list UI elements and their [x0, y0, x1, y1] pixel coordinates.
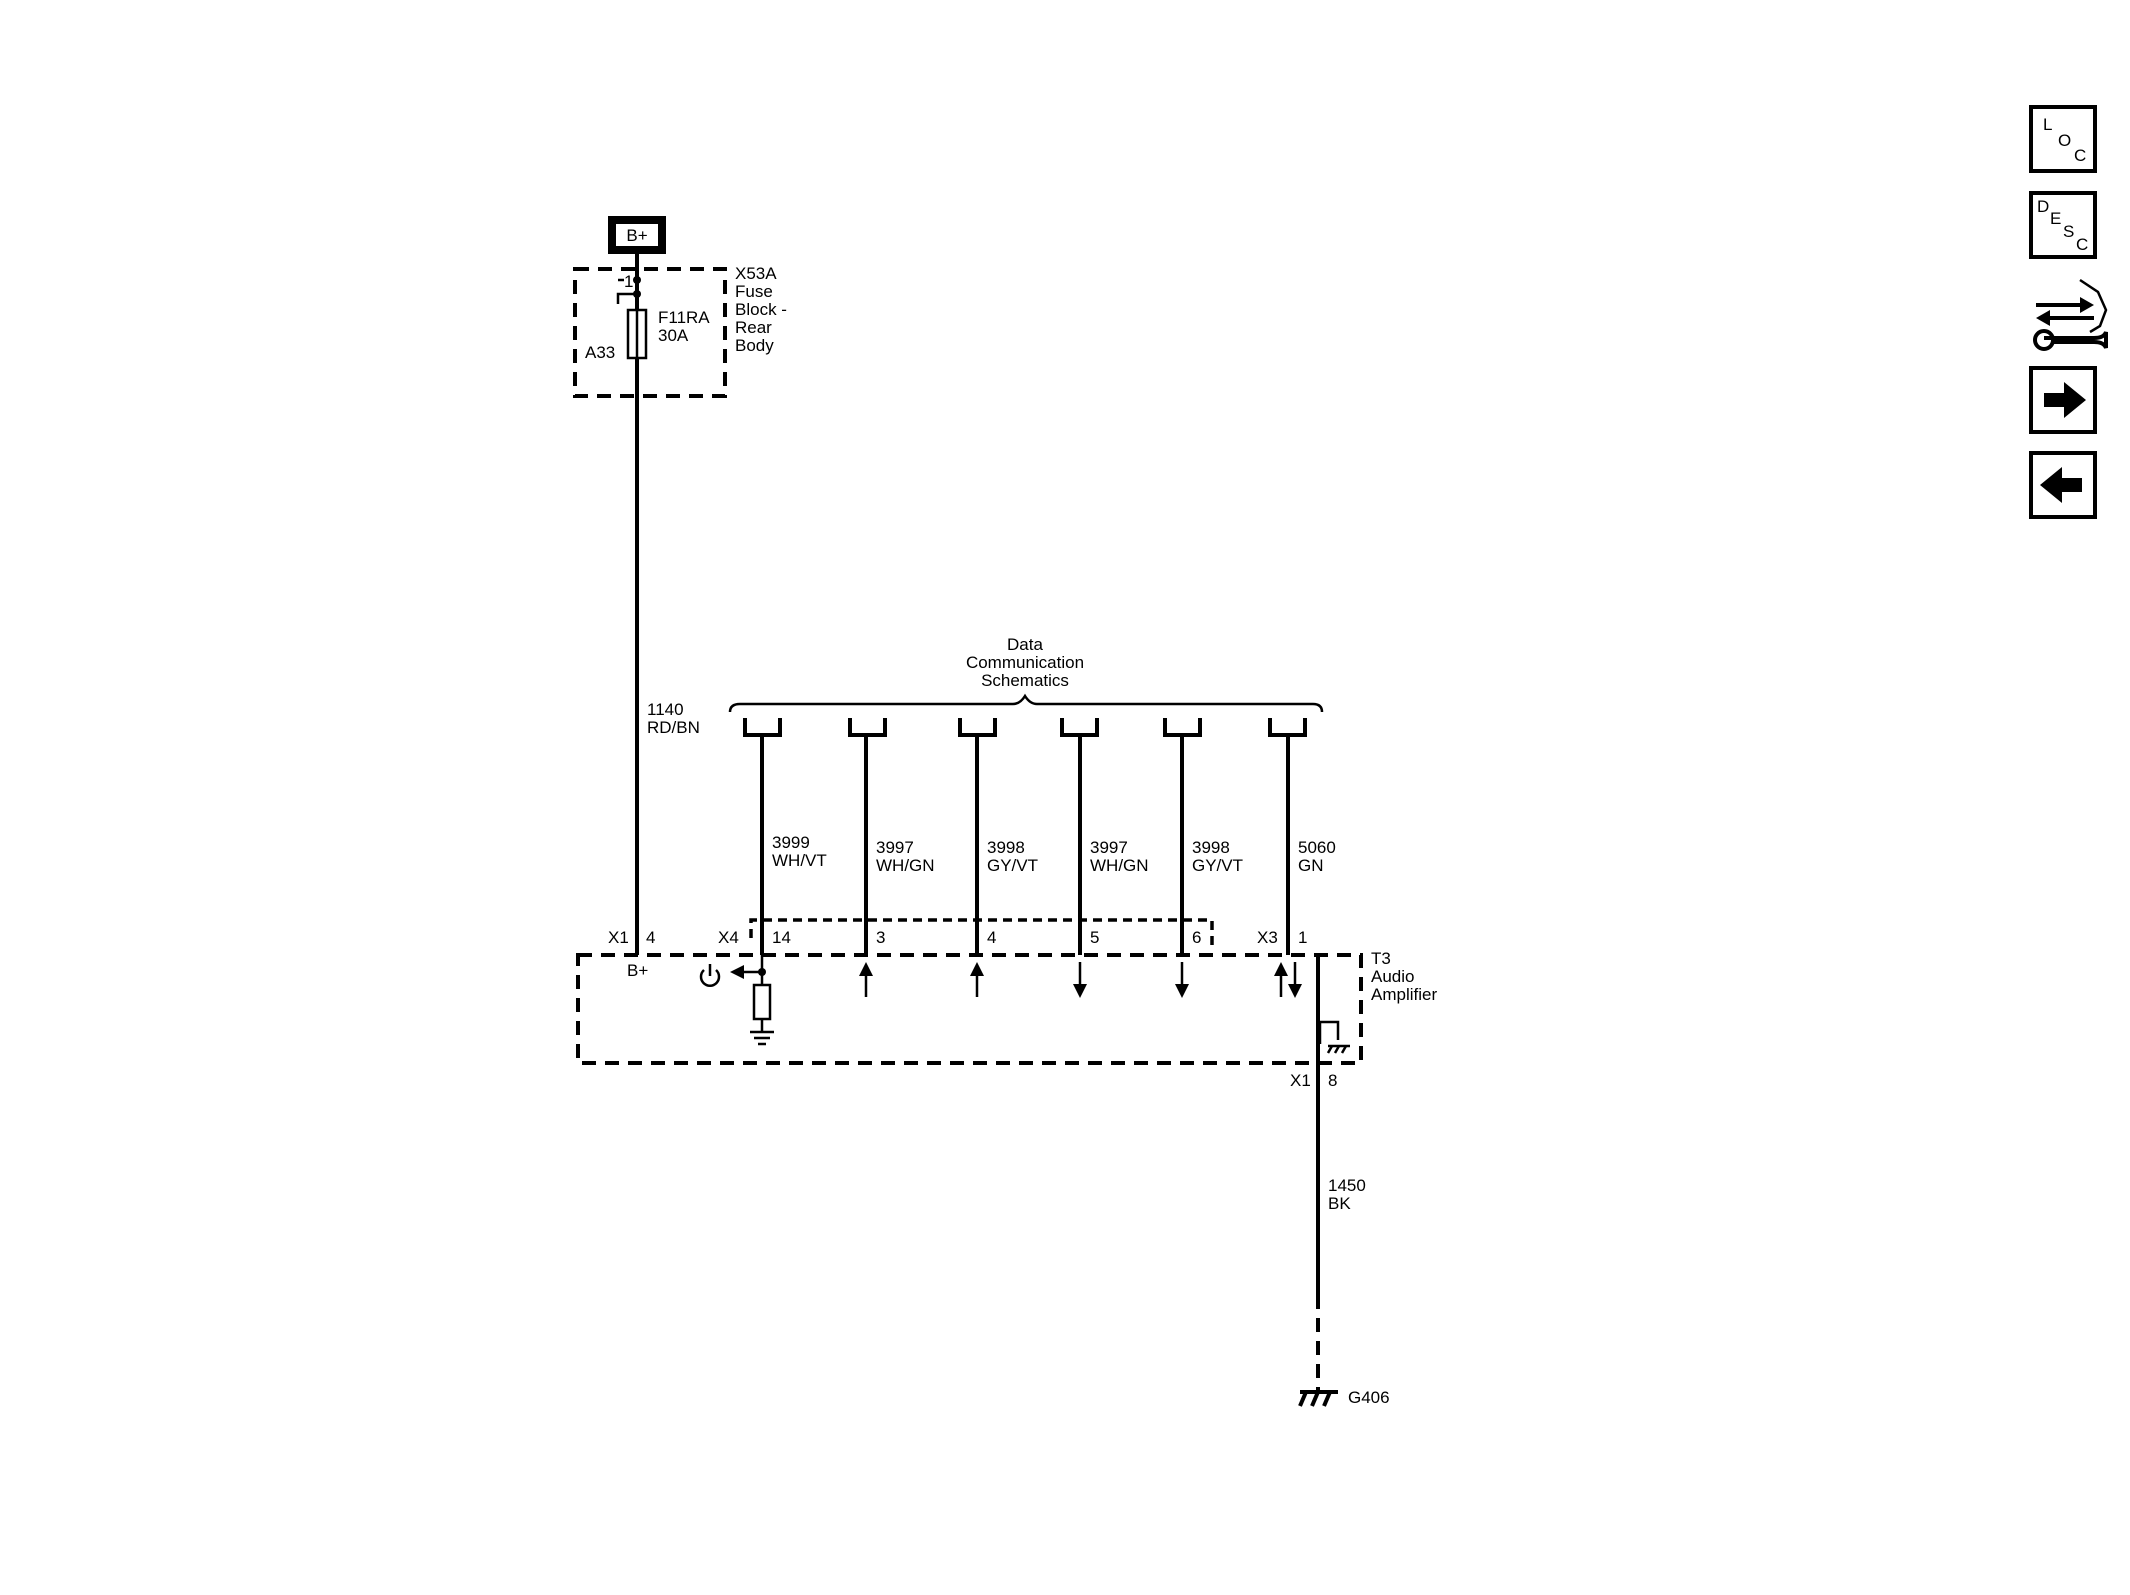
- data-bus-brace: [728, 693, 1324, 713]
- fuse-pin-label: 1: [624, 272, 633, 291]
- location-button-letter: O: [2058, 131, 2071, 150]
- input-arrow-icon: [859, 962, 873, 976]
- signal-wire-color: WH/GN: [876, 856, 935, 875]
- x3-connector-id: X3: [1257, 928, 1278, 947]
- pulldown-resistor: [752, 983, 772, 1021]
- battery-power-symbol: B+: [608, 216, 666, 254]
- x4-connector-id: X4: [718, 928, 739, 947]
- signal-wire-circuit: 3998: [987, 838, 1025, 857]
- power-symbol-inner: [616, 224, 658, 246]
- module-name: Audio: [1371, 967, 1414, 986]
- ground-connector-pin: 8: [1328, 1071, 1337, 1090]
- x4-pin: 5: [1090, 928, 1099, 947]
- signal-wire-circuit: 3997: [876, 838, 914, 857]
- fuse-block-name: X53A: [735, 264, 777, 283]
- wake-input-arrow: [730, 965, 744, 979]
- location-button-frame: [2029, 105, 2097, 173]
- fuse-block: 1 F11RA 30A A33 X53A Fuse Block - Rear B…: [573, 254, 787, 398]
- power-connector-pin: 4: [646, 928, 655, 947]
- data-communication-link: Data Communication Schematics: [728, 635, 1324, 713]
- signal-wire-color: GN: [1298, 856, 1324, 875]
- signal-connector-cup: [958, 718, 997, 737]
- fuse-block-name: Body: [735, 336, 774, 355]
- chassis-ground-icon: [750, 1030, 774, 1046]
- location-button-letter: C: [2074, 146, 2086, 165]
- ground-point-label: G406: [1348, 1388, 1390, 1407]
- description-button-letter: S: [2063, 222, 2074, 241]
- x3-pin: 1: [1298, 928, 1307, 947]
- power-wire-color: RD/BN: [647, 718, 700, 737]
- fuse-location: A33: [585, 343, 615, 362]
- description-button[interactable]: D E S C: [2029, 191, 2097, 259]
- input-arrow-icon: [970, 962, 984, 976]
- signal-connector-cups: [743, 718, 1307, 737]
- signal-wire-circuit: 3998: [1192, 838, 1230, 857]
- signal-connector-cup: [848, 718, 887, 737]
- x4-pin: 6: [1192, 928, 1201, 947]
- next-page-icon: [2044, 382, 2086, 418]
- location-button-letter: L: [2043, 115, 2052, 134]
- fuse-block-name: Block -: [735, 300, 787, 319]
- internal-ground-bracket: [1318, 1020, 1340, 1044]
- previous-page-button[interactable]: [2029, 451, 2097, 519]
- x4-connector-boundary: [749, 918, 1214, 948]
- fuse-splice-dot: [633, 276, 641, 284]
- ground-wire-circuit: 1450: [1328, 1176, 1366, 1195]
- signal-wire-color: WH/VT: [772, 851, 827, 870]
- signal-connector-cup: [1268, 718, 1307, 737]
- ground-connector-id: X1: [1290, 1071, 1311, 1090]
- signal-connector-cup: [1163, 718, 1202, 737]
- signal-connector-cup: [1060, 718, 1099, 737]
- fuse-terminal-stub: [616, 292, 637, 304]
- power-connector-id: X1: [608, 928, 629, 947]
- signal-wire-circuit: 3997: [1090, 838, 1128, 857]
- description-button-letter: D: [2037, 197, 2049, 216]
- data-bus-label: Data: [1007, 635, 1043, 654]
- fuse-block-boundary: [573, 267, 727, 398]
- location-button[interactable]: L O C: [2029, 105, 2097, 173]
- x4-pin: 4: [987, 928, 996, 947]
- bidirectional-down-arrow-icon: [1288, 984, 1302, 998]
- description-button-frame: [2029, 191, 2097, 259]
- fuse-rating: 30A: [658, 326, 689, 345]
- fuse-id: F11RA: [658, 308, 710, 327]
- module-name: T3: [1371, 949, 1391, 968]
- signal-direction-arrows: [859, 962, 1302, 998]
- connector-labels: X1 4 X4 14 3 4 5 6 X3 1: [608, 928, 1307, 947]
- signal-wire-circuit: 5060: [1298, 838, 1336, 857]
- data-bus-label: Communication: [966, 653, 1084, 672]
- bidirectional-up-arrow-icon: [1274, 962, 1288, 976]
- power-source-label: B+: [626, 226, 647, 245]
- power-wire-circuit: 1140: [647, 700, 684, 719]
- chassis-ground-point-icon: [1298, 1390, 1338, 1407]
- module-name: Amplifier: [1371, 985, 1437, 1004]
- module-boundary: [576, 953, 1363, 1065]
- output-arrow-icon: [1175, 984, 1189, 998]
- internal-ground-icon: [1326, 1044, 1350, 1054]
- module-power-label: B+: [627, 961, 648, 980]
- audio-amplifier-module: T3 Audio Amplifier B+: [576, 949, 1437, 1065]
- signal-wire-color: GY/VT: [987, 856, 1038, 875]
- power-button-icon: [699, 964, 721, 987]
- x4-pin: 3: [876, 928, 885, 947]
- signal-wire-circuit: 3999: [772, 833, 810, 852]
- connector-repair-button[interactable]: [2033, 278, 2108, 351]
- signal-wires: 3999 WH/VT 3997 WH/GN 3998 GY/VT 3997 WH…: [760, 735, 1336, 955]
- next-page-button[interactable]: [2029, 366, 2097, 434]
- signal-wire-color: WH/GN: [1090, 856, 1149, 875]
- signal-wire-color: GY/VT: [1192, 856, 1243, 875]
- fuse-block-name: Rear: [735, 318, 772, 337]
- previous-page-icon: [2040, 467, 2082, 503]
- description-button-letter: E: [2050, 209, 2061, 228]
- fuse-block-name: Fuse: [735, 282, 773, 301]
- output-arrow-icon: [1073, 984, 1087, 998]
- connector-repair-icon: [2033, 278, 2108, 351]
- data-bus-label: Schematics: [981, 671, 1069, 690]
- x4-pin: 14: [772, 928, 791, 947]
- signal-connector-cup: [743, 718, 782, 737]
- ground-wire-color: BK: [1328, 1194, 1351, 1213]
- description-button-letter: C: [2076, 235, 2088, 254]
